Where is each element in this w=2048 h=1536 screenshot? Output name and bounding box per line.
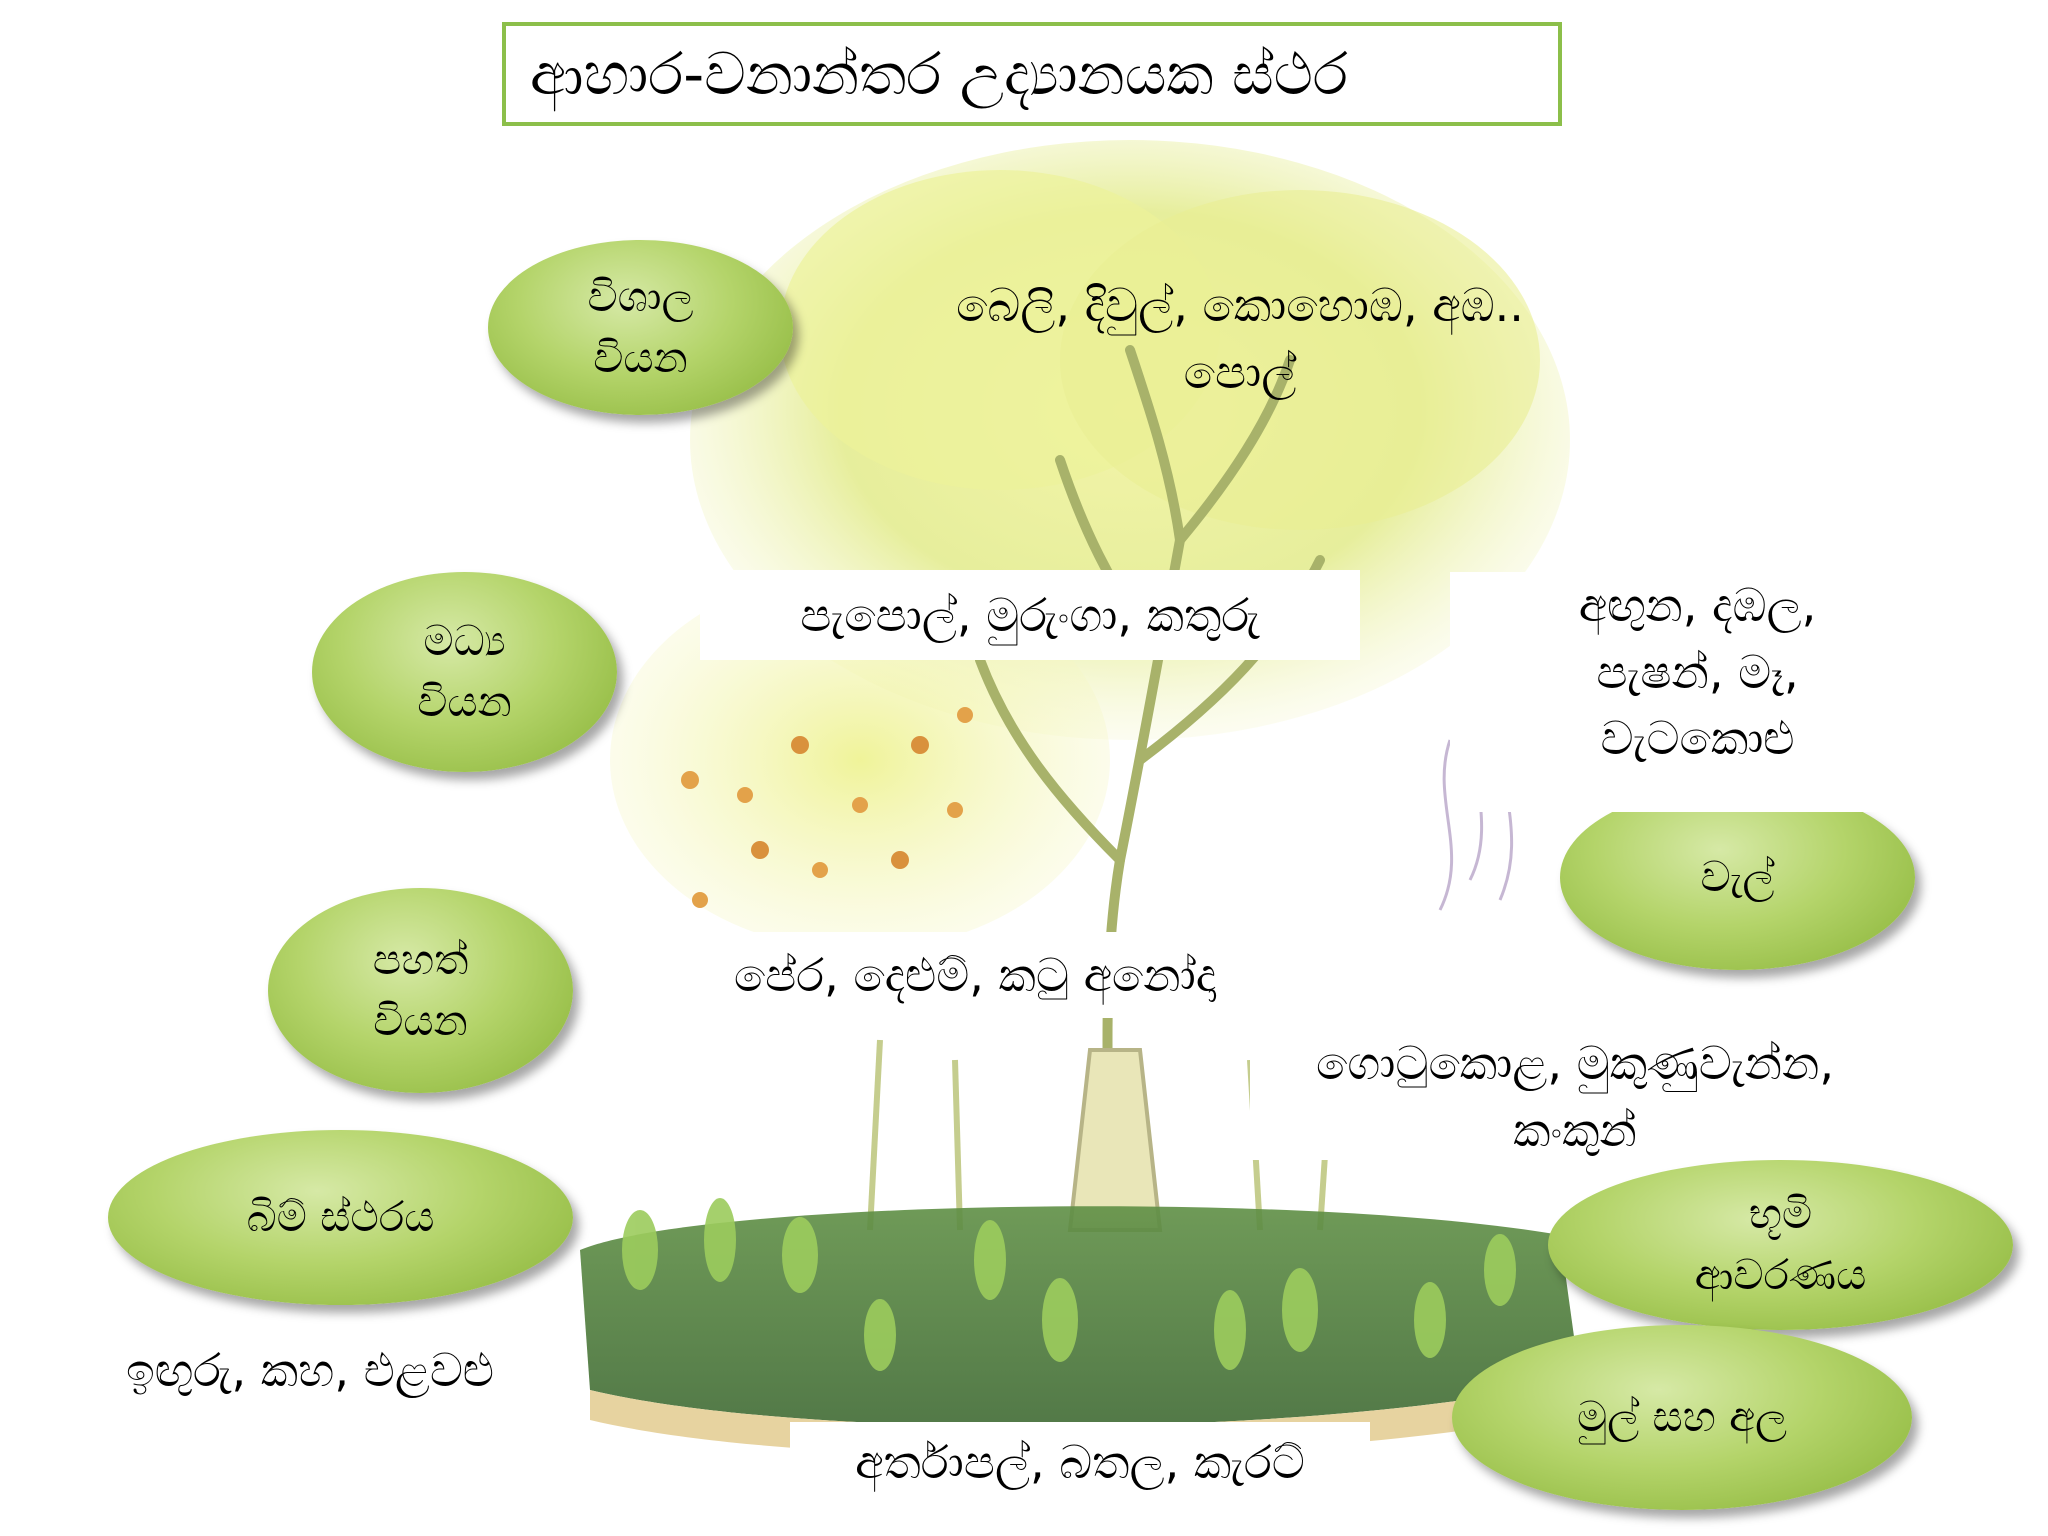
examples-ground-cover: ගොටුකොළ, මුකුණුවැන්න, කංකුන් bbox=[1250, 1030, 1900, 1160]
herb-plants-shape bbox=[622, 1198, 1516, 1371]
layer-oval-ground-cover: භූමි ආවරණය bbox=[1548, 1160, 2013, 1330]
layer-oval-low-trees: පහත් වියන bbox=[268, 888, 573, 1093]
layer-oval-herb-layer: බිම් ස්ථරය bbox=[108, 1130, 573, 1305]
examples-low-trees: පේර, දෙළුම්, කටු අනෝදා bbox=[650, 932, 1300, 1018]
layer-oval-vines: වැල් bbox=[1560, 785, 1915, 970]
examples-vines: අඟුන, දඹල, පැෂන්, මෑ, වැටකොළු bbox=[1450, 572, 1945, 812]
layer-oval-medium-trees: මධ්‍ය වියන bbox=[312, 572, 617, 772]
layer-oval-large-trees: විශාල වියන bbox=[488, 240, 793, 415]
examples-medium-trees: පැපොල්, මුරුංගා, කතුරු bbox=[700, 570, 1360, 660]
layer-oval-roots: මුල් සහ අල bbox=[1452, 1325, 1912, 1510]
examples-large-trees: බෙලි, දිවුල්, කොහොඹ, අඹ.. පොල් bbox=[956, 278, 1524, 399]
examples-herb-layer: ඉඟුරු, කහ, එළවළු bbox=[70, 1330, 550, 1410]
examples-roots: අර්තාපල්, බතල, කැරට් bbox=[790, 1422, 1370, 1502]
page-title: ආහාර-වනාන්තර උද්‍යානයක ස්ථර bbox=[502, 22, 1562, 126]
trunk-base-shape bbox=[1067, 1048, 1163, 1232]
